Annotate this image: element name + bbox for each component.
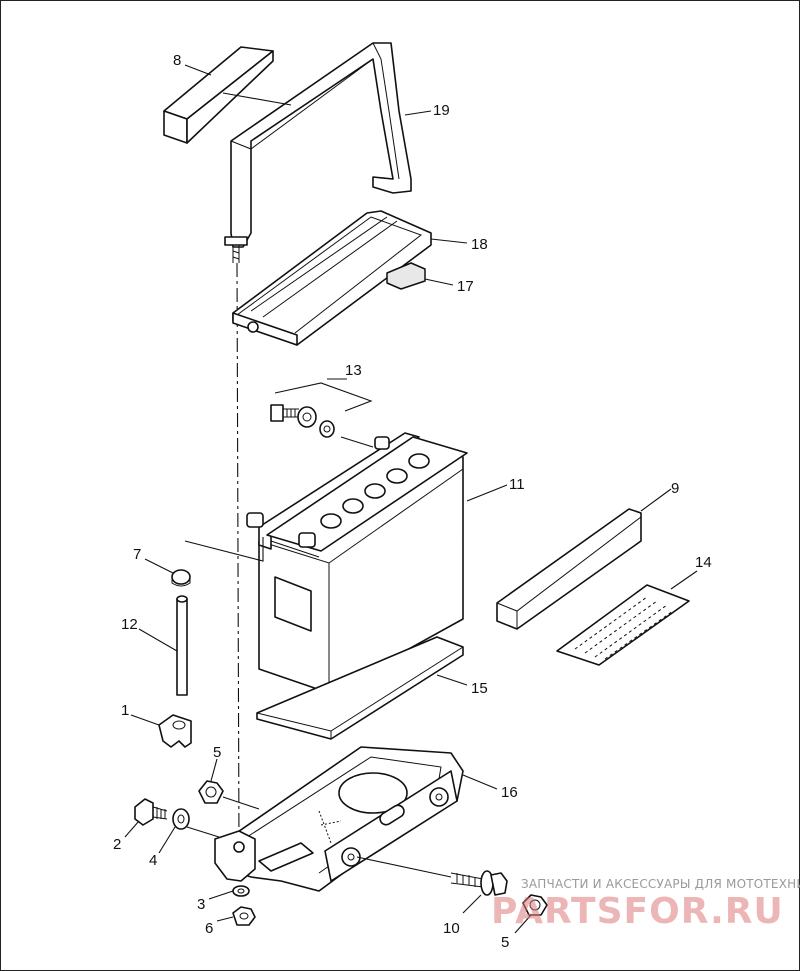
callout-5-upper: 5: [213, 744, 221, 761]
watermark-tagline: ЗАПЧАСТИ И АКСЕССУАРЫ ДЛЯ МОТОТЕХНИКИ: [521, 877, 800, 891]
callout-19: 19: [433, 102, 450, 119]
callout-9: 9: [671, 480, 679, 497]
part-12-rod: [176, 595, 188, 696]
part-4-washer: [172, 808, 190, 830]
part-15-battery-pad: [256, 636, 464, 740]
callout-8: 8: [173, 52, 181, 69]
callout-3: 3: [197, 896, 205, 913]
part-8-pad: [163, 46, 274, 144]
watermark-logo: PARTSFOR.RU: [491, 891, 784, 932]
part-5-nut-upper: [198, 780, 224, 804]
part-19-hold-down-strap: [224, 42, 412, 263]
part-6-nut: [232, 906, 256, 926]
callout-16: 16: [501, 784, 518, 801]
callout-13: 13: [345, 362, 362, 379]
callout-12: 12: [121, 616, 138, 633]
callout-2: 2: [113, 836, 121, 853]
callout-6: 6: [205, 920, 213, 937]
callout-5-lower: 5: [501, 934, 509, 951]
part-1-clip: [158, 714, 192, 748]
part-3-washer: [232, 885, 250, 897]
part-17-small-pad: [386, 262, 426, 290]
part-5-nut-lower: [522, 894, 548, 916]
part-2-bolt: [134, 798, 168, 826]
callout-17: 17: [457, 278, 474, 295]
callout-leaders: [124, 64, 698, 934]
part-9-spacer-bar: [496, 508, 642, 630]
part-11-battery: [184, 432, 468, 694]
part-7-cap: [171, 569, 191, 587]
callout-4: 4: [149, 852, 157, 869]
callout-15: 15: [471, 680, 488, 697]
callout-10: 10: [443, 920, 460, 937]
callout-14: 14: [695, 554, 712, 571]
callout-numbers: 8 19 18 17 13 11 9 14 7 12 15 1 5 16 2 4…: [113, 52, 712, 951]
part-16-battery-tray: [214, 746, 464, 892]
battery-cells: [320, 453, 430, 529]
part-10-stud: [450, 870, 508, 896]
callout-18: 18: [471, 236, 488, 253]
callout-7: 7: [133, 546, 141, 563]
callout-11: 11: [509, 476, 525, 493]
callout-1: 1: [121, 702, 129, 719]
part-14-label: [556, 584, 690, 666]
alignment-centerline: [236, 262, 240, 848]
part-13-terminal-hardware: [270, 404, 335, 438]
